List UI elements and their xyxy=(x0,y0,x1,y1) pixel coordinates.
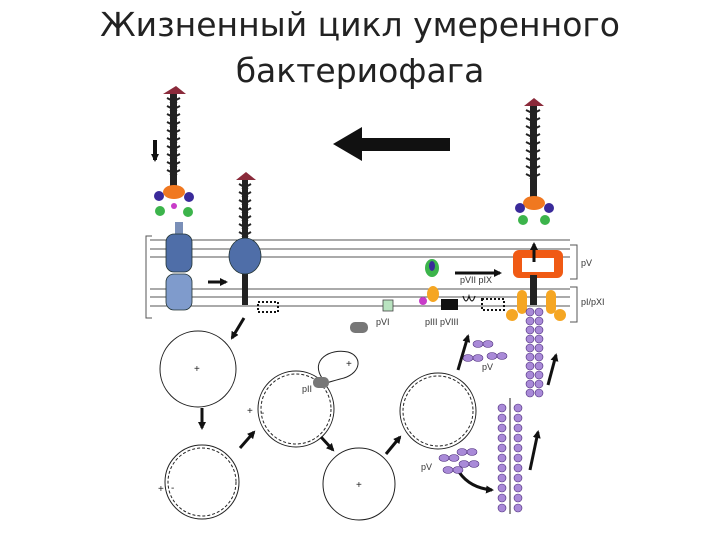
sign-plus-5: + xyxy=(356,480,362,491)
arrow-up-bottom xyxy=(528,430,541,471)
pv-coated-column xyxy=(525,307,544,398)
title-line-2: бактериофага xyxy=(235,51,485,90)
rf-circle-2 xyxy=(164,444,240,520)
piii-pviii-label: pIII pVIII xyxy=(425,317,459,327)
sign-plus-4: + xyxy=(158,484,164,495)
sign-minus-1: - xyxy=(261,408,264,419)
rf-circle-3 xyxy=(322,447,396,521)
pv-top-label: pV xyxy=(482,362,493,372)
pvii-pix-label: pVII pIX xyxy=(460,275,492,285)
arrow-to-dimers xyxy=(456,334,471,371)
title-line-1: Жизненный цикл умеренного xyxy=(100,5,620,44)
pv-bracket-label: pV xyxy=(581,258,592,268)
ssdna-circle xyxy=(159,330,237,408)
pore-complex xyxy=(165,222,193,311)
membrane-brackets xyxy=(570,244,578,323)
pii-label: pII xyxy=(302,384,312,394)
cycle-arrows xyxy=(198,408,494,494)
pv-bottom-label: pV xyxy=(421,462,432,472)
pi-bracket-label: pI/pXI xyxy=(581,297,605,307)
pv-dimers-bottom xyxy=(438,448,480,474)
rf-circle-1 xyxy=(257,370,335,448)
export-complex xyxy=(506,250,566,321)
replication-cycle xyxy=(159,330,477,521)
sign-plus-2: + xyxy=(346,359,352,370)
phage-entering xyxy=(208,172,279,340)
arrow-up-column xyxy=(546,353,559,386)
pvi-label: pVI xyxy=(376,317,390,327)
phage-exiting xyxy=(515,98,554,305)
proteins-assembly: pVI pVII pIX pIII pVIII xyxy=(350,259,505,333)
cell-membranes xyxy=(145,235,570,319)
direction-arrow xyxy=(333,127,450,161)
phage-adsorbing xyxy=(151,86,194,217)
sign-minus-2: - xyxy=(171,483,174,494)
slide-title: Жизненный цикл умеренного бактериофага xyxy=(0,2,720,94)
rf-circle-4 xyxy=(399,372,477,450)
pii-protein xyxy=(313,377,329,388)
pv-dimers-top xyxy=(462,340,508,362)
pv-coated-bottom xyxy=(497,398,523,514)
sign-plus-1: + xyxy=(194,364,200,375)
rolling-circle-strand xyxy=(317,350,359,385)
sign-plus-3: + xyxy=(247,406,253,417)
